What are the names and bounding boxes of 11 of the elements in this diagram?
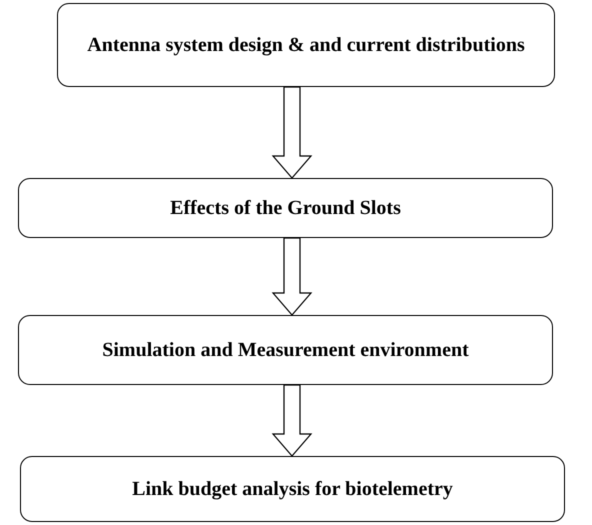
box-text: Simulation and Measurement environment	[102, 338, 469, 363]
process-box	[57, 3, 555, 87]
box-text: Antenna system design & and current distributions	[87, 33, 525, 58]
box-text: Effects of the Ground Slots	[170, 196, 401, 221]
block-arrow	[272, 86, 312, 179]
process-box	[18, 178, 553, 238]
process-box	[20, 456, 565, 522]
box-text: Link budget analysis for biotelemetry	[132, 477, 453, 502]
process-box	[18, 315, 553, 385]
block-arrow	[272, 384, 312, 457]
block-arrow	[272, 237, 312, 316]
